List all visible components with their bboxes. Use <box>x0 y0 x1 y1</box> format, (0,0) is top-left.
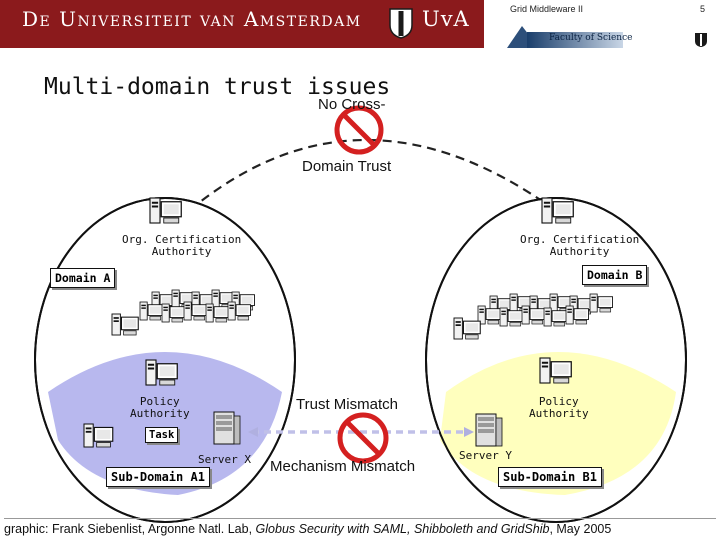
mechanism-mismatch-label: Mechanism Mismatch <box>270 458 416 475</box>
credit-suffix: , May 2005 <box>549 522 612 536</box>
crest-icon <box>389 8 413 39</box>
left-ca-label: Org. Certification Authority <box>122 233 242 258</box>
left-ca-computer-icon <box>149 197 182 224</box>
subdomain-a1-region <box>48 352 282 495</box>
server-y-icon <box>475 413 503 447</box>
credit-title: Globus Security with SAML, Shibboleth an… <box>255 522 550 536</box>
right-policy-label: Policy Authority <box>529 395 589 420</box>
right-ca-label: Org. Certification Authority <box>520 233 640 258</box>
faculty-of-science-logo: Faculty of Science <box>505 24 632 50</box>
credit-line: graphic: Frank Siebenlist, Argonne Natl.… <box>4 518 716 538</box>
slide-title: Multi-domain trust issues <box>44 74 391 100</box>
cross-domain-arc <box>189 139 556 211</box>
trust-mismatch-label: Trust Mismatch <box>296 396 398 413</box>
small-crest-icon <box>695 33 707 47</box>
no-cross-domain-label-2: Domain Trust <box>302 158 392 175</box>
subdomain-b1-label: Sub-Domain B1 <box>498 467 602 487</box>
task-computer-icon <box>83 423 114 448</box>
subdomain-a1-label: Sub-Domain A1 <box>106 467 210 487</box>
pyramid-icon <box>507 26 623 48</box>
subdomain-b1-region <box>440 352 676 495</box>
right-ca-computer-icon <box>541 197 574 224</box>
server-x-icon <box>213 411 241 445</box>
server-dashed-arrow <box>248 427 474 437</box>
prohibition-icon-bottom <box>337 412 389 464</box>
university-name: De Universiteit van Amsterdam <box>22 7 362 31</box>
prohibition-icon-top <box>334 105 384 155</box>
left-policy-label: Policy Authority <box>130 395 190 420</box>
server-y-label: Server Y <box>459 449 512 462</box>
page-number: 5 <box>700 4 706 14</box>
left-policy-computer-icon <box>145 359 178 386</box>
faculty-of-science-text: Faculty of Science <box>549 33 633 43</box>
uva-logo: UvA <box>422 7 470 31</box>
no-cross-domain-label-1: No Cross- <box>318 96 386 113</box>
domain-a-label: Domain A <box>50 268 116 288</box>
credit-prefix: graphic: Frank Siebenlist, Argonne Natl.… <box>4 522 256 536</box>
server-x-label: Server X <box>198 453 251 466</box>
slide-header: Grid Middleware II <box>510 4 584 14</box>
right-policy-computer-icon <box>539 357 572 384</box>
domain-b-label: Domain B <box>582 265 648 285</box>
task-label: Task <box>145 427 179 443</box>
